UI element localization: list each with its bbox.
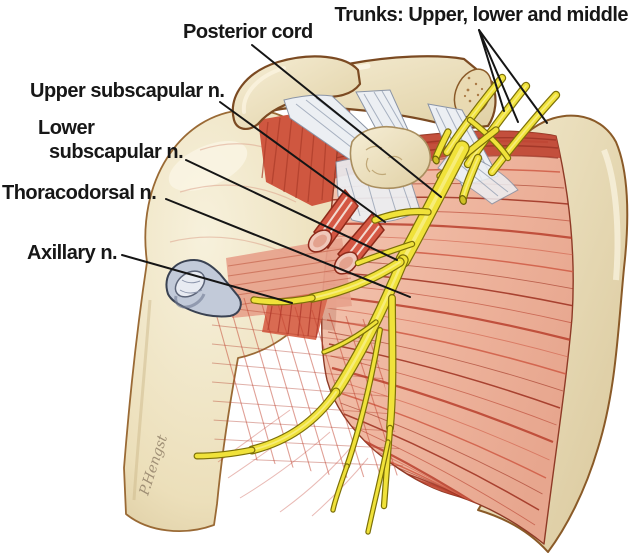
label-axillary: Axillary n.	[27, 242, 118, 264]
bone-highlight	[168, 140, 248, 192]
vessel-stump	[165, 258, 242, 318]
leader-axillary	[121, 254, 293, 304]
vessel-lumen	[174, 270, 206, 298]
label-lower-line1: Lower	[38, 117, 95, 139]
leader-lines	[121, 29, 548, 304]
leader-thoracodorsal	[165, 198, 411, 298]
humerus-bone	[123, 108, 338, 532]
label-posterior-cord: Posterior cord	[183, 21, 313, 43]
label-upper-subscapular: Upper subscapular n.	[30, 80, 225, 102]
label-trunks: Trunks: Upper, lower and middle	[334, 4, 629, 26]
cancellous-stipple	[463, 76, 484, 113]
leader-upper-subscapular	[219, 101, 386, 223]
leader-trunk-1	[478, 29, 505, 112]
acromion-bone	[231, 55, 362, 130]
leader-trunk-2	[478, 29, 519, 123]
nerve-cut-faces	[432, 155, 467, 205]
label-thoracodorsal: Thoracodorsal n.	[2, 182, 157, 204]
leader-trunk-3	[478, 29, 548, 124]
leader-posterior-cord	[251, 44, 442, 198]
label-lower-line2: subscapular n.	[49, 141, 184, 164]
leader-lower-subscapular	[185, 159, 398, 261]
